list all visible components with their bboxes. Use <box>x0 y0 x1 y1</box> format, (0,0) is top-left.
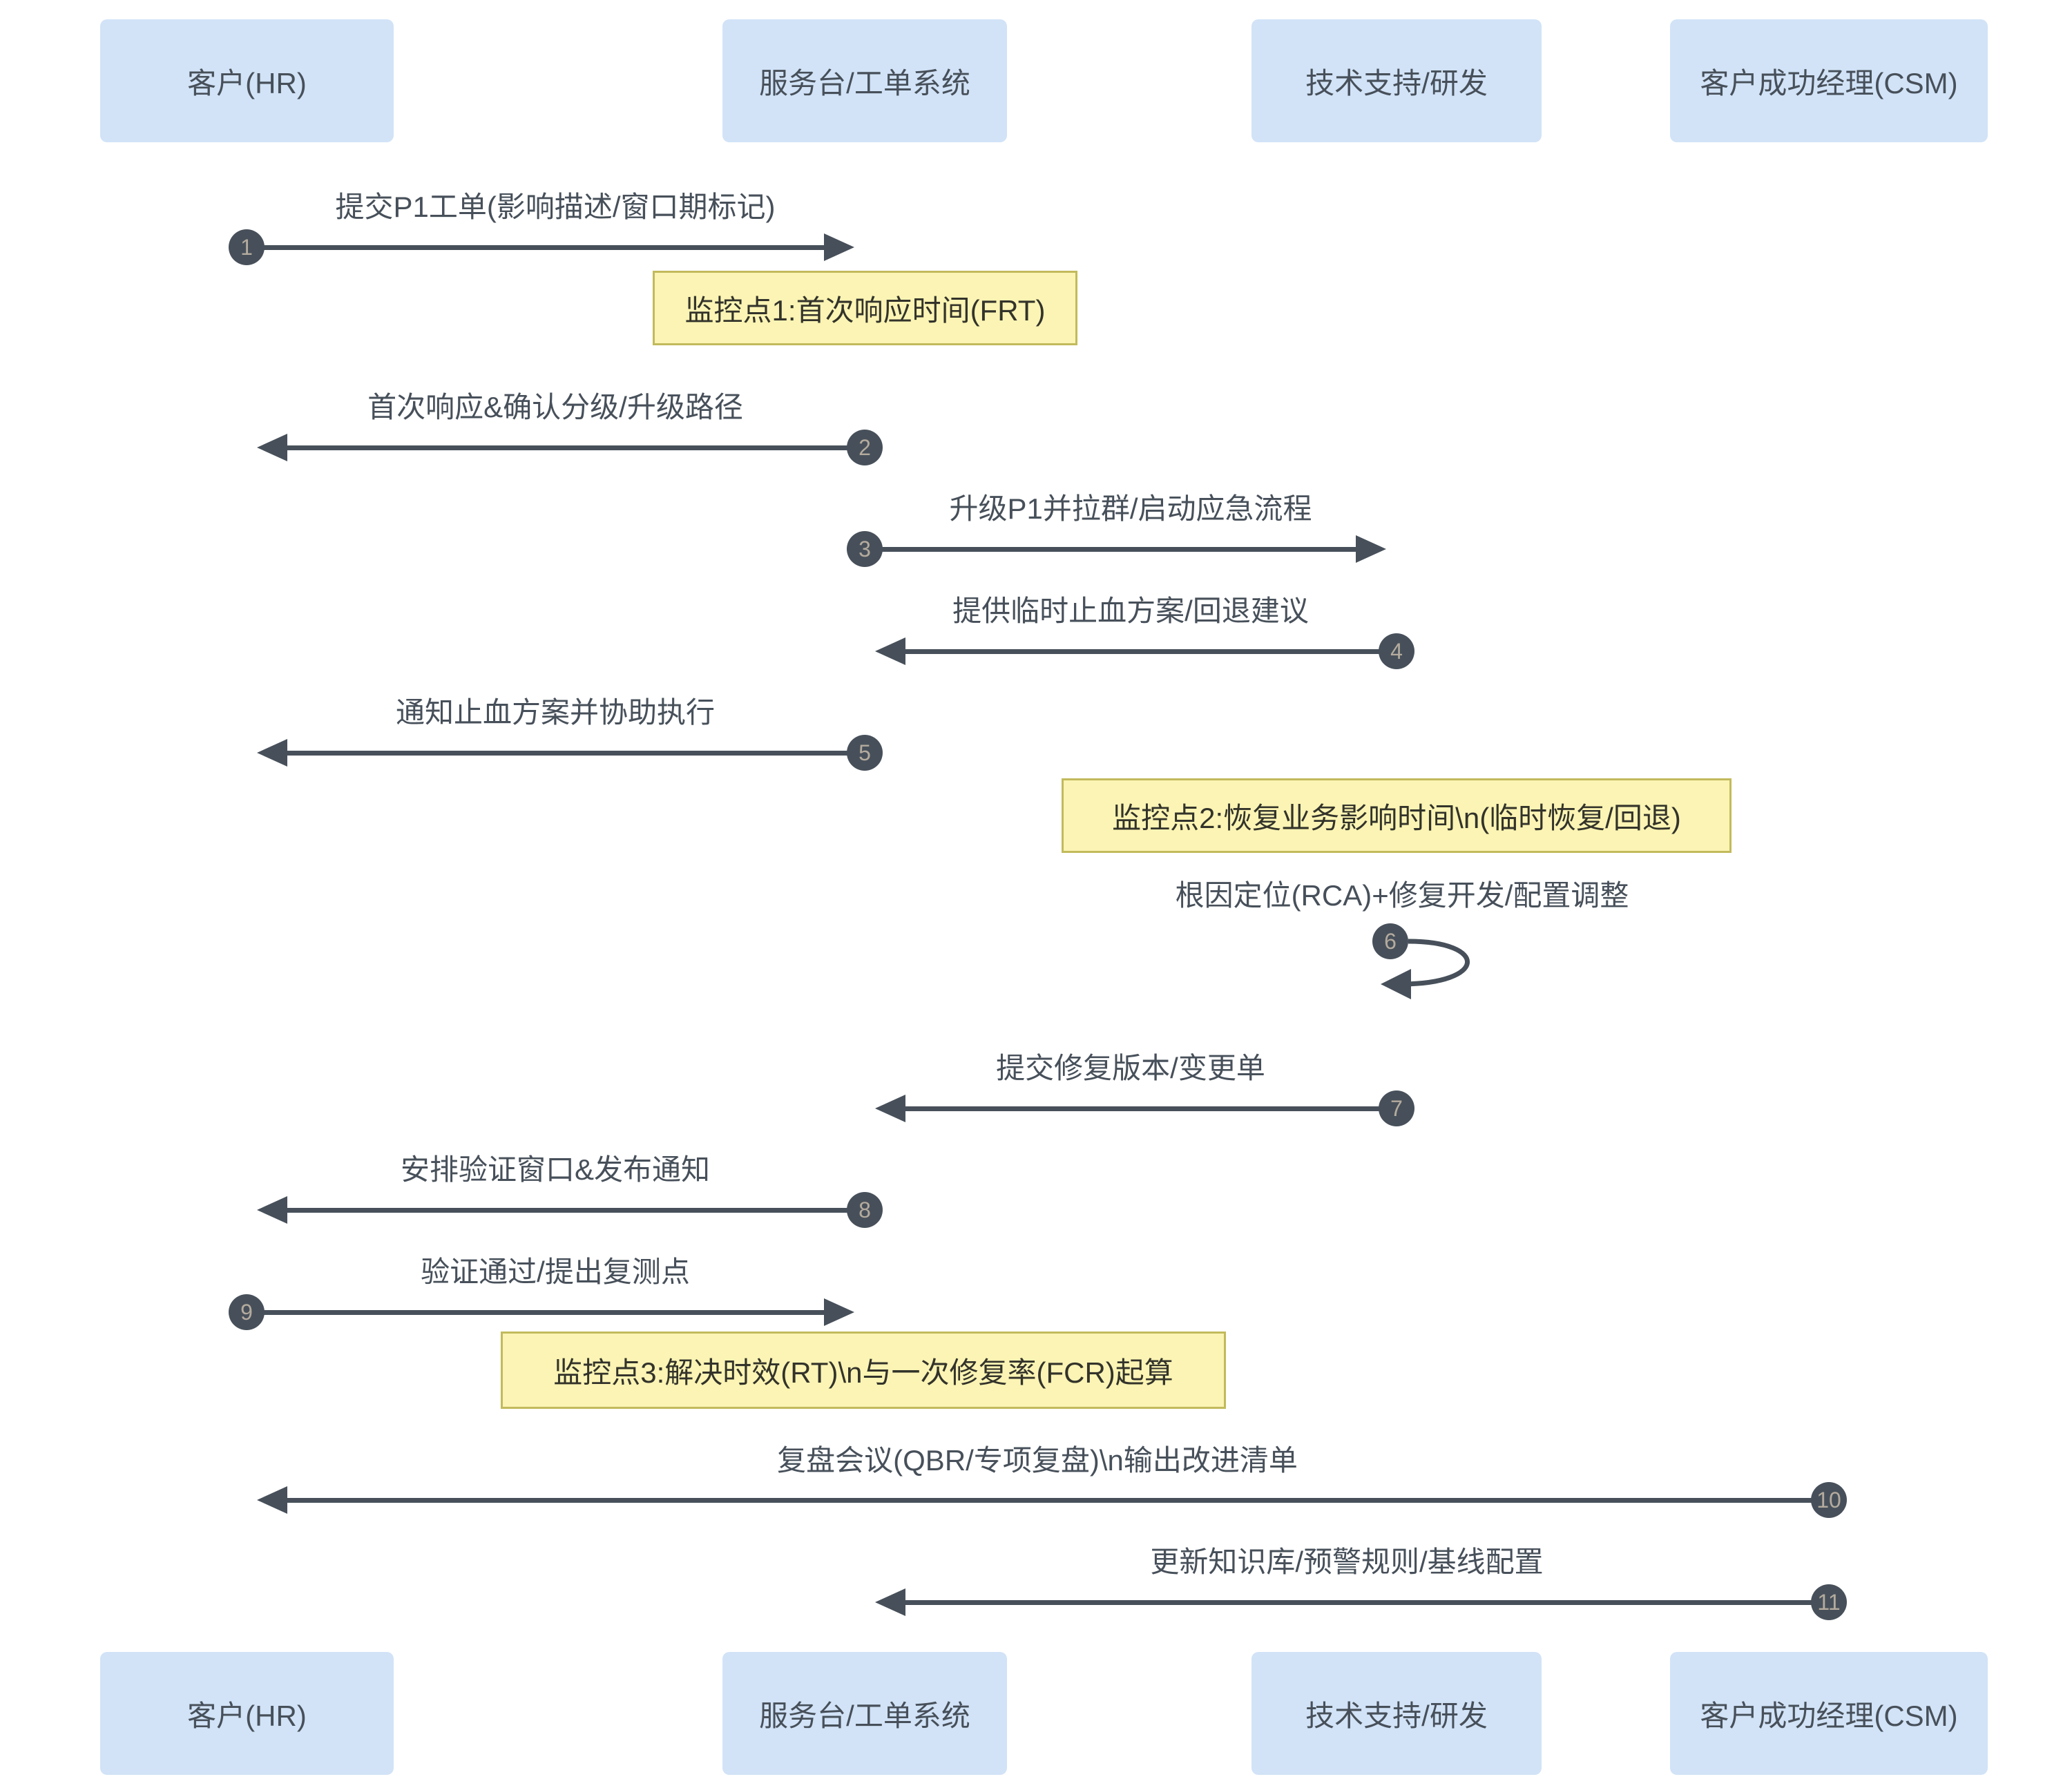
actor-top-tech-support: 技术支持/研发 <box>1251 19 1542 142</box>
message-3-arrowhead-icon <box>1356 535 1386 563</box>
actor-label: 技术支持/研发 <box>1305 1699 1488 1732</box>
message-10-arrowhead-icon <box>257 1486 287 1514</box>
actor-top-csm: 客户成功经理(CSM) <box>1670 19 1988 142</box>
message-1-arrowhead-icon <box>824 233 854 261</box>
actor-top-customer-hr: 客户(HR) <box>100 19 394 142</box>
sequence-number: 3 <box>858 536 871 561</box>
sequence-number: 9 <box>240 1299 253 1325</box>
message-7-label: 提交修复版本/变更单 <box>996 1052 1265 1084</box>
message-11-arrow <box>901 1600 1829 1605</box>
sequence-number-badge: 6 <box>1372 923 1408 959</box>
actor-bottom-csm: 客户成功经理(CSM) <box>1670 1652 1988 1775</box>
message-3-label: 升级P1并拉群/启动应急流程 <box>949 492 1312 525</box>
sequence-number: 11 <box>1817 1589 1841 1615</box>
note-label: 监控点3:解决时效(RT)\n与一次修复率(FCR)起算 <box>553 1356 1173 1389</box>
sequence-number-badge: 3 <box>847 531 883 567</box>
message-6-label: 根因定位(RCA)+修复开发/配置调整 <box>1175 879 1629 912</box>
message-8-arrow <box>283 1208 865 1213</box>
actor-label: 服务台/工单系统 <box>759 66 970 99</box>
message-5-arrow <box>283 751 865 756</box>
actor-label: 服务台/工单系统 <box>759 1699 970 1732</box>
message-1-label: 提交P1工单(影响描述/窗口期标记) <box>335 191 776 223</box>
sequence-number: 2 <box>858 434 871 460</box>
message-10-arrow <box>283 1498 1829 1503</box>
sequence-number-badge: 9 <box>229 1294 265 1330</box>
sequence-number: 5 <box>858 740 871 765</box>
actor-bottom-tech-support: 技术支持/研发 <box>1251 1652 1542 1775</box>
sequence-number: 8 <box>858 1197 871 1222</box>
sequence-number-badge: 2 <box>847 430 883 465</box>
actor-label: 客户成功经理(CSM) <box>1700 1699 1958 1732</box>
message-11-label: 更新知识库/预警规则/基线配置 <box>1150 1546 1544 1578</box>
monitor-note-2: 监控点2:恢复业务影响时间\n(临时恢复/回退) <box>1062 778 1732 853</box>
message-5-label: 通知止血方案并协助执行 <box>395 696 716 729</box>
actor-bottom-customer-hr: 客户(HR) <box>100 1652 394 1775</box>
sequence-number-badge: 11 <box>1811 1584 1847 1620</box>
message-3-arrow <box>865 547 1360 552</box>
message-2-label: 首次响应&确认分级/升级路径 <box>367 391 743 423</box>
message-10-label: 复盘会议(QBR/专项复盘)\n输出改进清单 <box>777 1444 1298 1477</box>
message-4-arrowhead-icon <box>875 637 905 665</box>
actor-top-service-desk: 服务台/工单系统 <box>722 19 1007 142</box>
message-4-label: 提供临时止血方案/回退建议 <box>952 595 1309 627</box>
actor-bottom-service-desk: 服务台/工单系统 <box>722 1652 1007 1775</box>
note-label: 监控点1:首次响应时间(FRT) <box>684 294 1046 327</box>
sequence-number: 10 <box>1816 1487 1841 1512</box>
actor-label: 客户成功经理(CSM) <box>1700 66 1958 99</box>
sequence-number: 1 <box>240 234 253 260</box>
sequence-number-badge: 1 <box>229 229 265 265</box>
message-7-arrow <box>901 1106 1397 1111</box>
message-8-arrowhead-icon <box>257 1196 287 1224</box>
sequence-number: 4 <box>1390 638 1403 664</box>
sequence-number-badge: 10 <box>1811 1482 1847 1518</box>
note-label: 监控点2:恢复业务影响时间\n(临时恢复/回退) <box>1112 801 1681 834</box>
message-1-arrow <box>247 245 828 250</box>
message-2-arrowhead-icon <box>257 434 287 461</box>
message-8-label: 安排验证窗口&发布通知 <box>400 1153 711 1186</box>
message-11-arrowhead-icon <box>875 1588 905 1616</box>
message-7-arrowhead-icon <box>875 1095 905 1122</box>
sequence-number: 7 <box>1390 1095 1403 1121</box>
message-2-arrow <box>283 445 865 450</box>
sequence-number-badge: 5 <box>847 735 883 771</box>
monitor-note-3: 监控点3:解决时效(RT)\n与一次修复率(FCR)起算 <box>501 1332 1226 1409</box>
sequence-number-badge: 7 <box>1379 1090 1414 1126</box>
monitor-note-1: 监控点1:首次响应时间(FRT) <box>653 271 1077 345</box>
sequence-number-badge: 8 <box>847 1192 883 1228</box>
actor-label: 技术支持/研发 <box>1305 66 1488 99</box>
message-9-arrow <box>247 1310 828 1315</box>
self-loop-arrow <box>1381 939 1470 999</box>
sequence-number-badge: 4 <box>1379 633 1414 669</box>
message-9-label: 验证通过/提出复测点 <box>421 1256 690 1288</box>
message-5-arrowhead-icon <box>257 739 287 767</box>
sequence-number: 6 <box>1384 928 1397 954</box>
actor-label: 客户(HR) <box>187 1699 307 1732</box>
message-4-arrow <box>901 649 1397 654</box>
message-9-arrowhead-icon <box>824 1298 854 1326</box>
message-6-arrowhead-icon <box>1381 969 1411 999</box>
actor-label: 客户(HR) <box>187 66 307 99</box>
